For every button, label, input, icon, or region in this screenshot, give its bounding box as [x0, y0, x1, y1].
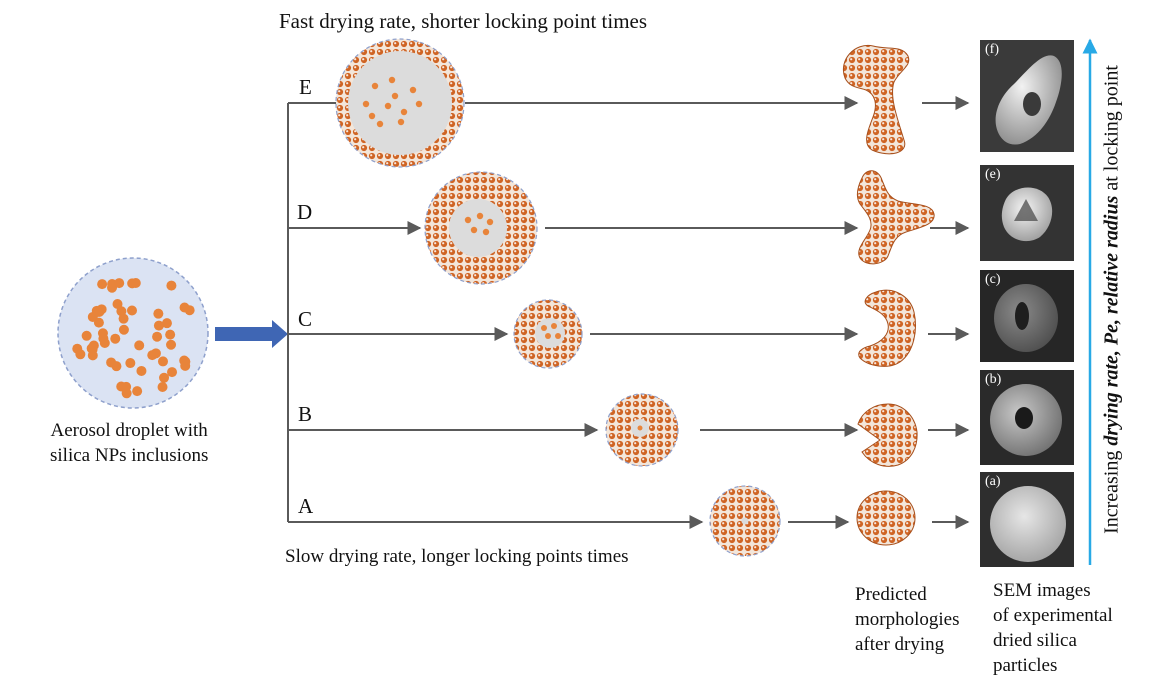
nanoparticle [415, 100, 423, 108]
pathway-a [288, 485, 970, 557]
nanoparticle [127, 278, 138, 289]
sem-image-b: (b) [980, 370, 1074, 465]
predicted-shape-e [842, 44, 910, 155]
nanoparticle [159, 372, 170, 383]
nanoparticle [371, 82, 379, 90]
nanoparticle [409, 86, 417, 94]
nanoparticle [136, 365, 147, 376]
predicted-caption: Predicted morphologies after drying [855, 584, 960, 655]
nanoparticle [111, 361, 122, 372]
nanoparticle [147, 350, 158, 361]
nanoparticle [368, 112, 376, 120]
predicted-shape-b [857, 403, 918, 467]
pathway-e [288, 38, 970, 168]
nanoparticle [551, 323, 557, 329]
sem-tag-f: (f) [985, 42, 999, 57]
nanoparticle [166, 280, 177, 291]
nanoparticle [165, 329, 176, 340]
predicted-shape-d [856, 170, 935, 265]
nanoparticle [110, 333, 121, 344]
nanoparticle [476, 212, 484, 220]
nanoparticle [125, 358, 136, 369]
nanoparticle [72, 343, 83, 354]
nanoparticle [112, 299, 123, 310]
nanoparticle [384, 102, 392, 110]
feed-arrow [215, 320, 288, 348]
nanoparticle [153, 320, 164, 331]
pathway-c [288, 289, 970, 369]
nanoparticle [134, 340, 145, 351]
nanoparticle [541, 325, 547, 331]
nanoparticle [486, 218, 494, 226]
nanoparticle [397, 118, 405, 126]
nanoparticle [362, 100, 370, 108]
nanoparticle [391, 92, 399, 100]
sem-image-c: (c) [980, 270, 1074, 362]
pathway-d [288, 170, 970, 285]
pathway-label-a: A [298, 494, 314, 518]
nanoparticle [118, 324, 129, 335]
nanoparticle [157, 382, 168, 393]
nanoparticle [153, 308, 164, 319]
axis-label: Increasing drying rate, Pe, relative rad… [1101, 40, 1124, 560]
nanoparticle [464, 216, 472, 224]
pathway-label-e: E [299, 75, 312, 99]
nanoparticle [88, 340, 99, 351]
nanoparticle [93, 317, 104, 328]
pathway-label-c: C [298, 307, 313, 331]
pathway-b [288, 393, 970, 467]
nanoparticle [152, 331, 163, 342]
sem-image-a: (a) [980, 472, 1074, 567]
predicted-shape-c [858, 289, 916, 367]
sem-image-e: (e) [980, 165, 1074, 261]
axis-label-emph: drying rate, Pe, relative radius [1100, 195, 1123, 446]
sem-caption: SEM images of experimental dried silica … [993, 580, 1113, 676]
nanoparticle [376, 120, 384, 128]
sem-tag-b: (b) [985, 372, 1002, 387]
nanoparticle [97, 279, 108, 290]
nanoparticle [98, 333, 109, 344]
nanoparticle [161, 318, 172, 329]
nanoparticle [81, 330, 92, 341]
title-bottom: Slow drying rate, longer locking points … [285, 546, 629, 567]
pathway-label-d: D [297, 200, 313, 224]
axis-label-suffix: at locking point [1100, 65, 1123, 196]
nanoparticle [637, 425, 643, 431]
nanoparticle [388, 76, 396, 84]
nanoparticle [482, 228, 490, 236]
axis-label-prefix: Increasing [1100, 445, 1123, 534]
nanoparticle [179, 302, 190, 313]
aerosol-droplet [57, 257, 209, 409]
sem-image-f: (f) [980, 40, 1074, 152]
nanoparticle [166, 339, 177, 350]
droplet-nanoparticles [72, 277, 195, 399]
nanoparticle [114, 278, 125, 289]
nanoparticle [470, 226, 478, 234]
sem-tag-e: (e) [985, 167, 1001, 182]
nanoparticle [127, 305, 138, 316]
predicted-shape-a [856, 490, 916, 546]
sem-tag-a: (a) [985, 474, 1001, 489]
nanoparticle [157, 356, 168, 367]
nanoparticle [180, 360, 191, 371]
title-top: Fast drying rate, shorter locking point … [279, 9, 648, 33]
droplet-caption: Aerosol droplet with silica NPs inclusio… [50, 420, 209, 466]
nanoparticle [121, 388, 132, 399]
pathway-label-b: B [298, 402, 313, 426]
nanoparticle [91, 305, 102, 316]
nanoparticle [167, 367, 178, 378]
nanoparticle [400, 108, 408, 116]
nanoparticle [132, 386, 143, 397]
nanoparticle [555, 333, 561, 339]
nanoparticle [545, 333, 551, 339]
sem-tag-c: (c) [985, 272, 1001, 287]
